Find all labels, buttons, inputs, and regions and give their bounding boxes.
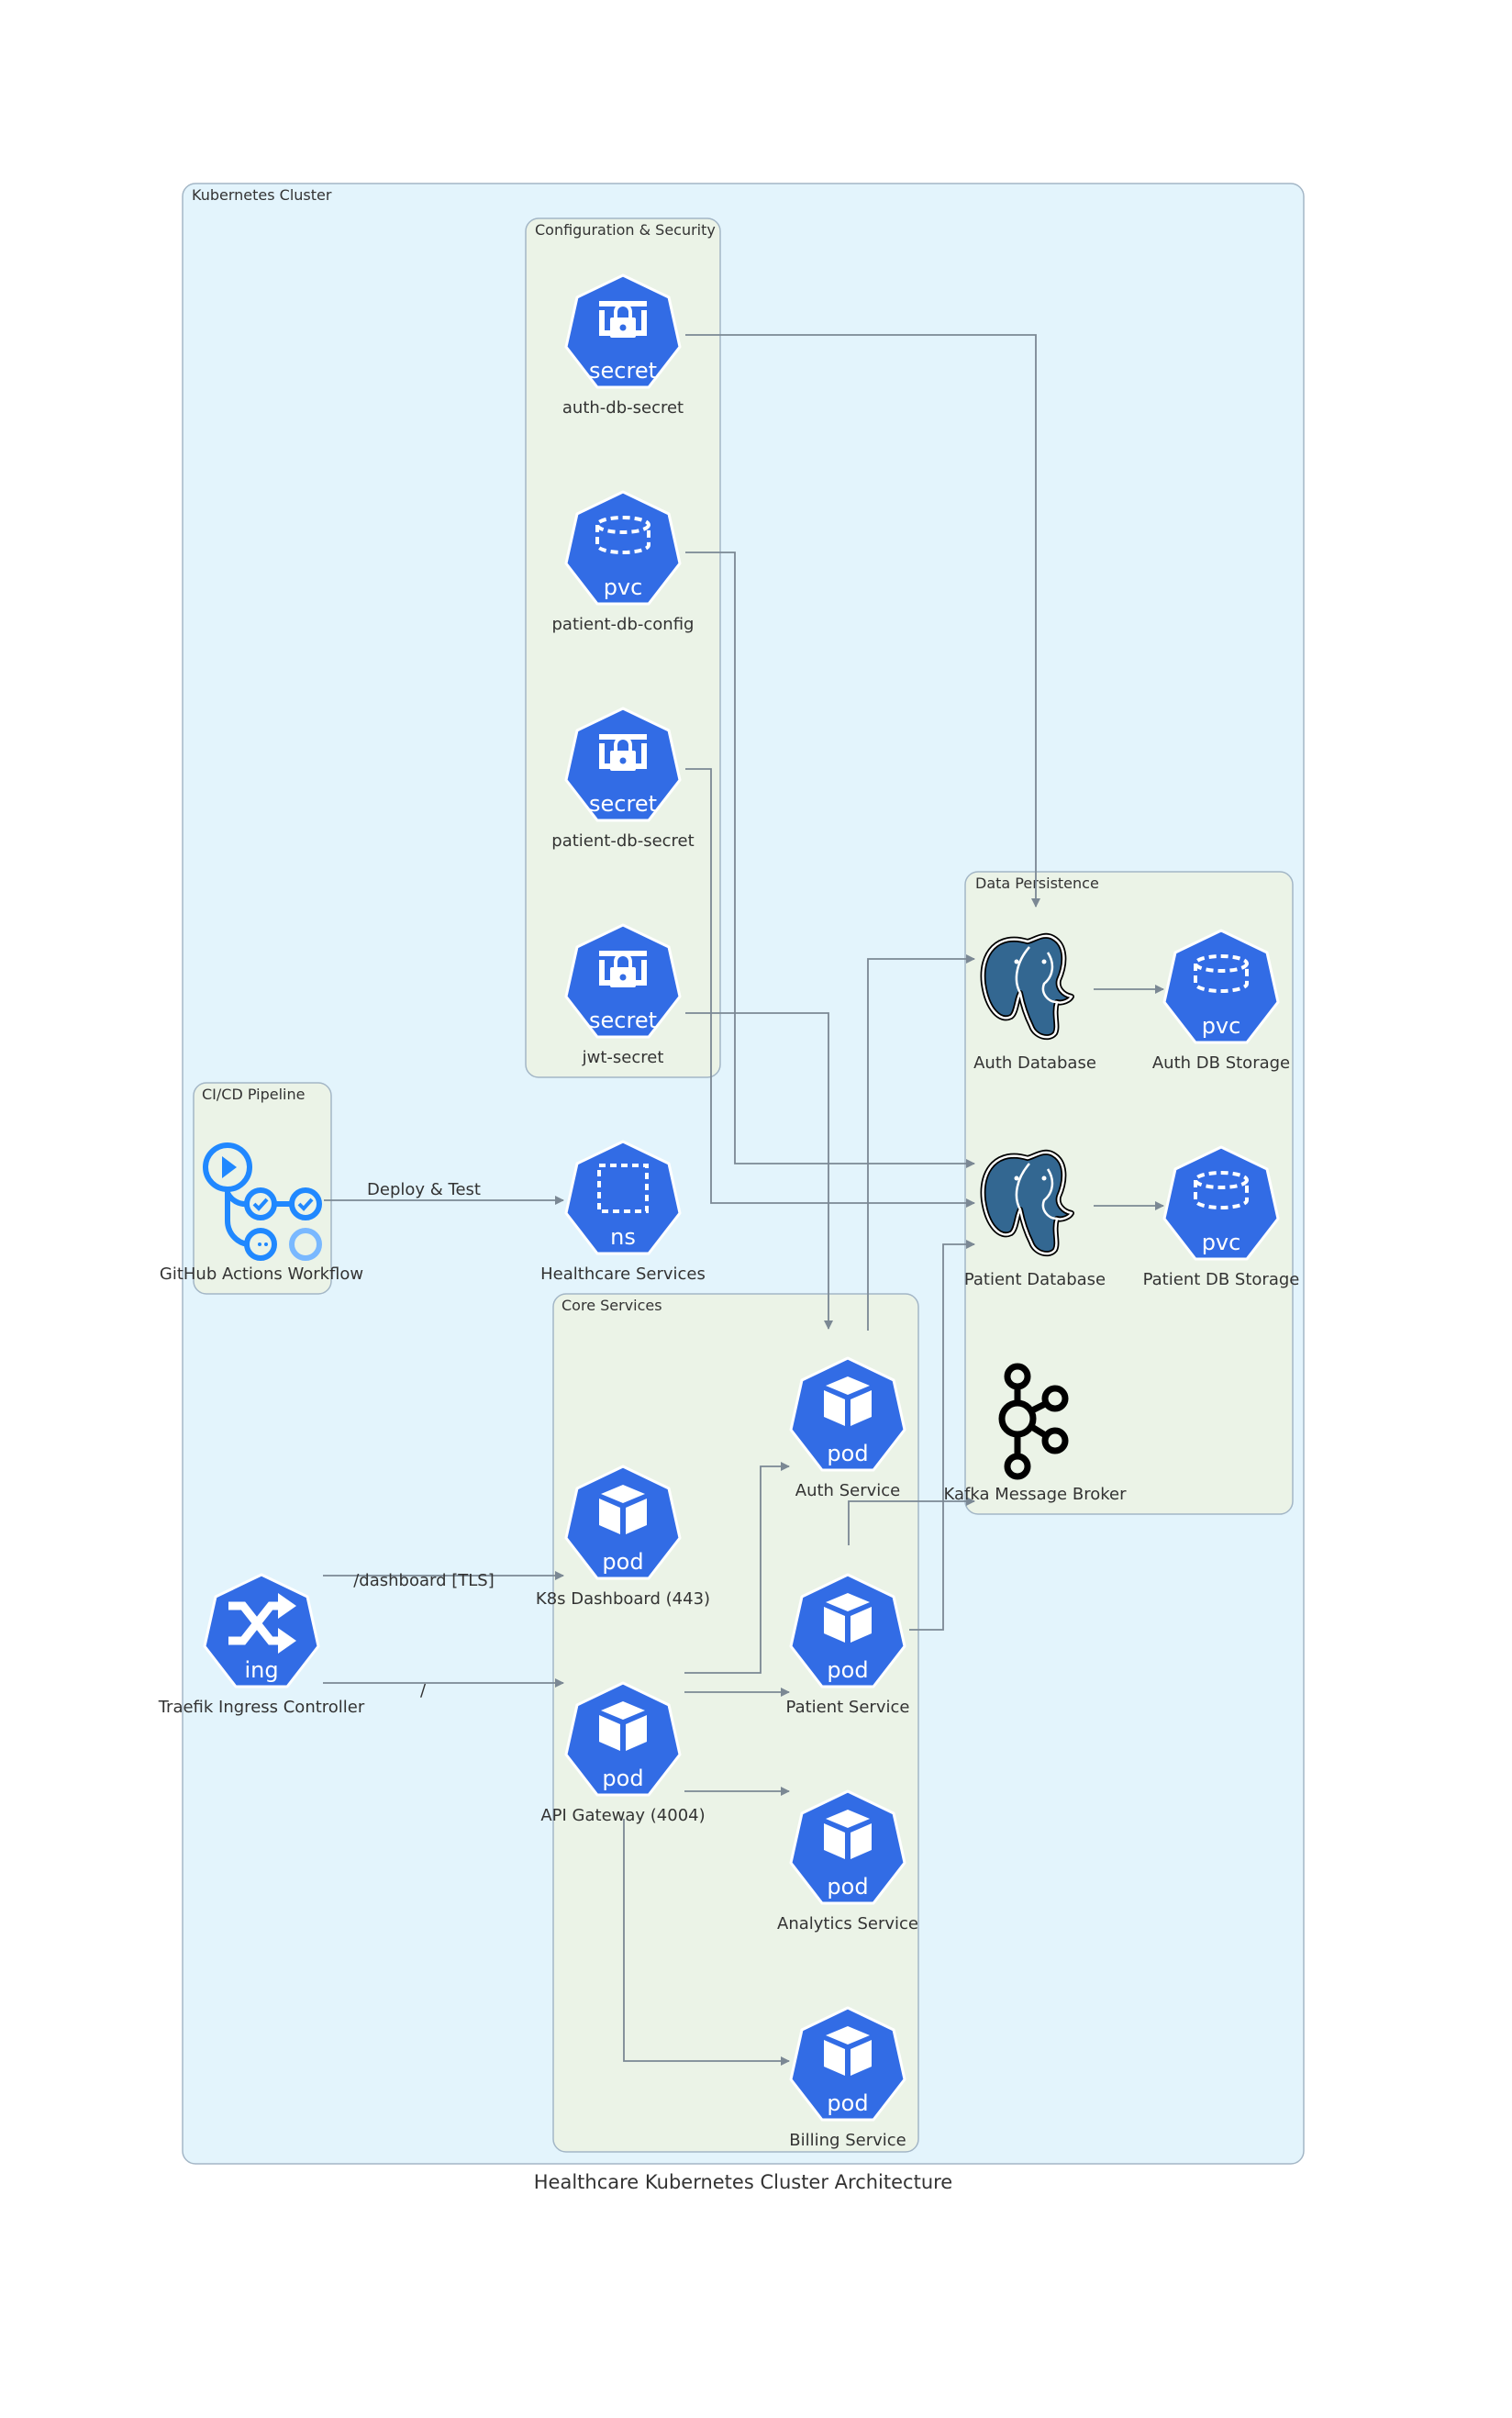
edge-gateway-to-billing <box>623 1819 790 2066</box>
node-traefik-ingress[interactable]: ing Traefik Ingress Controller <box>158 1573 365 1717</box>
diagram-title: Healthcare Kubernetes Cluster Architectu… <box>534 2171 952 2193</box>
node-kafka[interactable]: Kafka Message Broker <box>944 1363 1128 1504</box>
config-security-group: Configuration & Security <box>525 217 721 1078</box>
node-badge: ns <box>610 1224 636 1250</box>
node-patient-db-storage[interactable]: pvc Patient DB Storage <box>1143 1145 1300 1289</box>
edge-jwt-secret-to-auth-service <box>685 1012 833 1330</box>
node-badge: pod <box>827 1657 868 1683</box>
node-badge: pod <box>602 1549 643 1575</box>
node-healthcare-services[interactable]: ns Healthcare Services <box>540 1140 706 1284</box>
node-analytics-service[interactable]: pod Analytics Service <box>777 1789 918 1933</box>
node-badge: secret <box>589 791 657 817</box>
node-badge: pod <box>602 1766 643 1791</box>
node-label: Healthcare Services <box>540 1265 706 1284</box>
node-badge: pvc <box>1202 1230 1241 1255</box>
edge-patient-config-to-patient-db <box>685 552 975 1168</box>
edge-auth-secret-to-auth-db <box>685 334 1040 908</box>
node-patient-db-secret[interactable]: secret patient-db-secret <box>551 707 695 851</box>
edge-patient-service-to-kafka <box>848 1497 975 1545</box>
node-jwt-secret[interactable]: secret jwt-secret <box>564 923 682 1067</box>
node-badge: pvc <box>604 574 643 600</box>
node-badge: secret <box>589 1008 657 1033</box>
node-label: Analytics Service <box>777 1914 918 1933</box>
github-actions-icon <box>203 1142 322 1261</box>
node-label: GitHub Actions Workflow <box>160 1265 363 1284</box>
edge-patient-service-to-patient-db <box>909 1240 975 1631</box>
node-badge: pod <box>827 2090 868 2116</box>
node-label: auth-db-secret <box>562 398 684 418</box>
node-auth-db-storage[interactable]: pvc Auth DB Storage <box>1152 929 1290 1073</box>
edges <box>323 334 1164 2066</box>
core-services-label: Core Services <box>561 1297 662 1314</box>
kubernetes-cluster: Kubernetes Cluster <box>182 183 1305 2165</box>
node-label: K8s Dashboard (443) <box>536 1589 710 1609</box>
node-patient-database[interactable]: Patient Database <box>964 1153 1106 1289</box>
node-badge: pvc <box>1202 1013 1241 1039</box>
kubernetes-cluster-label: Kubernetes Cluster <box>192 186 332 204</box>
node-patient-service[interactable]: pod Patient Service <box>786 1573 910 1717</box>
node-billing-service[interactable]: pod Billing Service <box>789 2006 906 2150</box>
edge-gateway-to-auth <box>684 1462 790 1674</box>
edge-label-deploy: Deploy & Test <box>367 1180 481 1199</box>
edge-patient-secret-to-patient-db <box>685 768 975 1208</box>
node-label: Patient DB Storage <box>1143 1270 1300 1289</box>
node-label: Auth Service <box>795 1481 900 1500</box>
node-auth-db-secret[interactable]: secret auth-db-secret <box>562 273 684 418</box>
node-label: Patient Service <box>786 1698 910 1717</box>
node-auth-database[interactable]: Auth Database <box>973 936 1096 1073</box>
node-label: Billing Service <box>789 2131 906 2150</box>
node-label: patient-db-secret <box>551 831 694 851</box>
node-badge: ing <box>244 1657 278 1683</box>
edge-label-dashboard: /dashboard [TLS] <box>353 1571 495 1590</box>
node-k8s-dashboard[interactable]: pod K8s Dashboard (443) <box>536 1465 710 1609</box>
node-github-actions[interactable]: GitHub Actions Workflow <box>160 1142 363 1284</box>
config-security-label: Configuration & Security <box>535 221 716 239</box>
config-security-box <box>525 217 721 1078</box>
node-label: patient-db-config <box>552 615 695 634</box>
node-api-gateway[interactable]: pod API Gateway (4004) <box>540 1681 706 1825</box>
node-label: Auth Database <box>973 1053 1096 1073</box>
node-label: jwt-secret <box>582 1048 664 1067</box>
cicd-label: CI/CD Pipeline <box>202 1086 305 1103</box>
node-label: Kafka Message Broker <box>944 1485 1128 1504</box>
kubernetes-cluster-box <box>182 183 1305 2165</box>
kafka-icon <box>998 1363 1069 1480</box>
node-label: Traefik Ingress Controller <box>158 1698 365 1717</box>
node-badge: secret <box>589 358 657 384</box>
data-persistence-label: Data Persistence <box>975 875 1099 892</box>
node-label: API Gateway (4004) <box>540 1806 705 1825</box>
edge-label-root: / <box>420 1681 427 1700</box>
edge-auth-service-to-auth-db <box>867 954 975 1331</box>
node-badge: pod <box>827 1441 868 1466</box>
node-label: Patient Database <box>964 1270 1106 1289</box>
node-auth-service[interactable]: pod Auth Service <box>789 1356 906 1500</box>
node-patient-db-config[interactable]: pvc patient-db-config <box>552 490 695 634</box>
node-label: Auth DB Storage <box>1152 1053 1290 1073</box>
node-badge: pod <box>827 1874 868 1900</box>
